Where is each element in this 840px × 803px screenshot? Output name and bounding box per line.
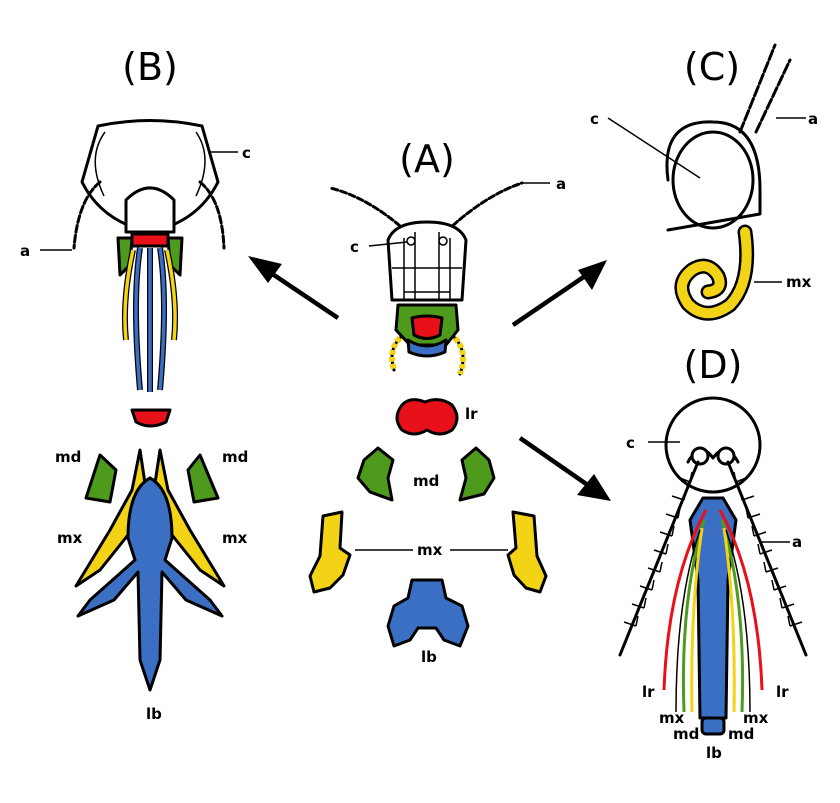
part-labium xyxy=(386,578,470,648)
head-labrum xyxy=(410,314,444,340)
panel-a-label-a: a xyxy=(556,175,566,193)
panel-a-label-c: c xyxy=(350,238,359,256)
b-part-labium xyxy=(76,476,224,692)
panel-d-label-c: c xyxy=(626,434,635,452)
panel-d-label-a: a xyxy=(792,533,802,551)
panel-d-label-lb: lb xyxy=(706,744,722,762)
panel-a-label-mx: mx xyxy=(417,541,443,559)
compound-eye-c xyxy=(671,130,755,230)
b-part-mandible-left xyxy=(84,453,118,504)
antenna-b-left xyxy=(72,180,102,250)
antenna-b-right xyxy=(198,180,226,250)
panel-a-title: (A) xyxy=(399,137,455,181)
head-capsule xyxy=(386,220,468,302)
panel-a-label-md: md xyxy=(413,472,439,490)
panel-d-label-mx-left: mx xyxy=(659,709,685,727)
panel-c-title: (C) xyxy=(684,45,740,89)
panel-d-title: (D) xyxy=(684,343,743,387)
part-maxilla-right xyxy=(506,510,548,594)
panel-b-label-md-left: md xyxy=(55,448,81,466)
panel-d-label-mx-right: mx xyxy=(743,709,769,727)
part-mandible-right xyxy=(458,446,496,502)
panel-c-label-a: a xyxy=(808,110,818,128)
b-part-labrum xyxy=(130,408,172,428)
panel-b-label-mx-left: mx xyxy=(57,529,83,547)
proboscis-c xyxy=(677,227,752,319)
panel-d-label-md-right: md xyxy=(728,725,754,743)
panel-a-label-lr: lr xyxy=(465,405,478,423)
antennae-c xyxy=(738,43,792,134)
part-mandible-left xyxy=(356,446,395,502)
head-capsule-d xyxy=(664,396,762,494)
panel-b-label-c: c xyxy=(242,144,251,162)
compound-eye-right xyxy=(438,236,448,246)
panel-a-label-lb: lb xyxy=(421,648,437,666)
panel-c-head xyxy=(607,43,806,321)
panel-b-head xyxy=(40,119,238,392)
panel-b-label-a: a xyxy=(20,242,30,260)
b-part-mandible-right xyxy=(186,453,220,504)
arrow-to-c xyxy=(511,260,607,327)
panel-d-label-lr-left: lr xyxy=(642,683,655,701)
head-capsule-b xyxy=(80,119,220,234)
arrow-to-d xyxy=(518,436,611,501)
panel-c-label-mx: mx xyxy=(786,273,812,291)
head-labium xyxy=(406,338,448,358)
arrow-to-b xyxy=(248,256,340,320)
panel-a-head xyxy=(328,181,550,376)
panel-c-label-c: c xyxy=(590,110,599,128)
panel-d-label-lr-right: lr xyxy=(776,683,789,701)
part-maxilla-left xyxy=(308,510,352,594)
panel-b-label-md-right: md xyxy=(222,448,248,466)
part-labrum xyxy=(395,398,459,436)
panel-b-label-lb: lb xyxy=(146,705,162,723)
panel-b-title: (B) xyxy=(122,45,178,89)
panel-d-head xyxy=(618,396,808,736)
compound-eye-left xyxy=(406,236,416,246)
panel-d-label-md-left: md xyxy=(673,725,699,743)
panel-b-label-mx-right: mx xyxy=(222,529,248,547)
